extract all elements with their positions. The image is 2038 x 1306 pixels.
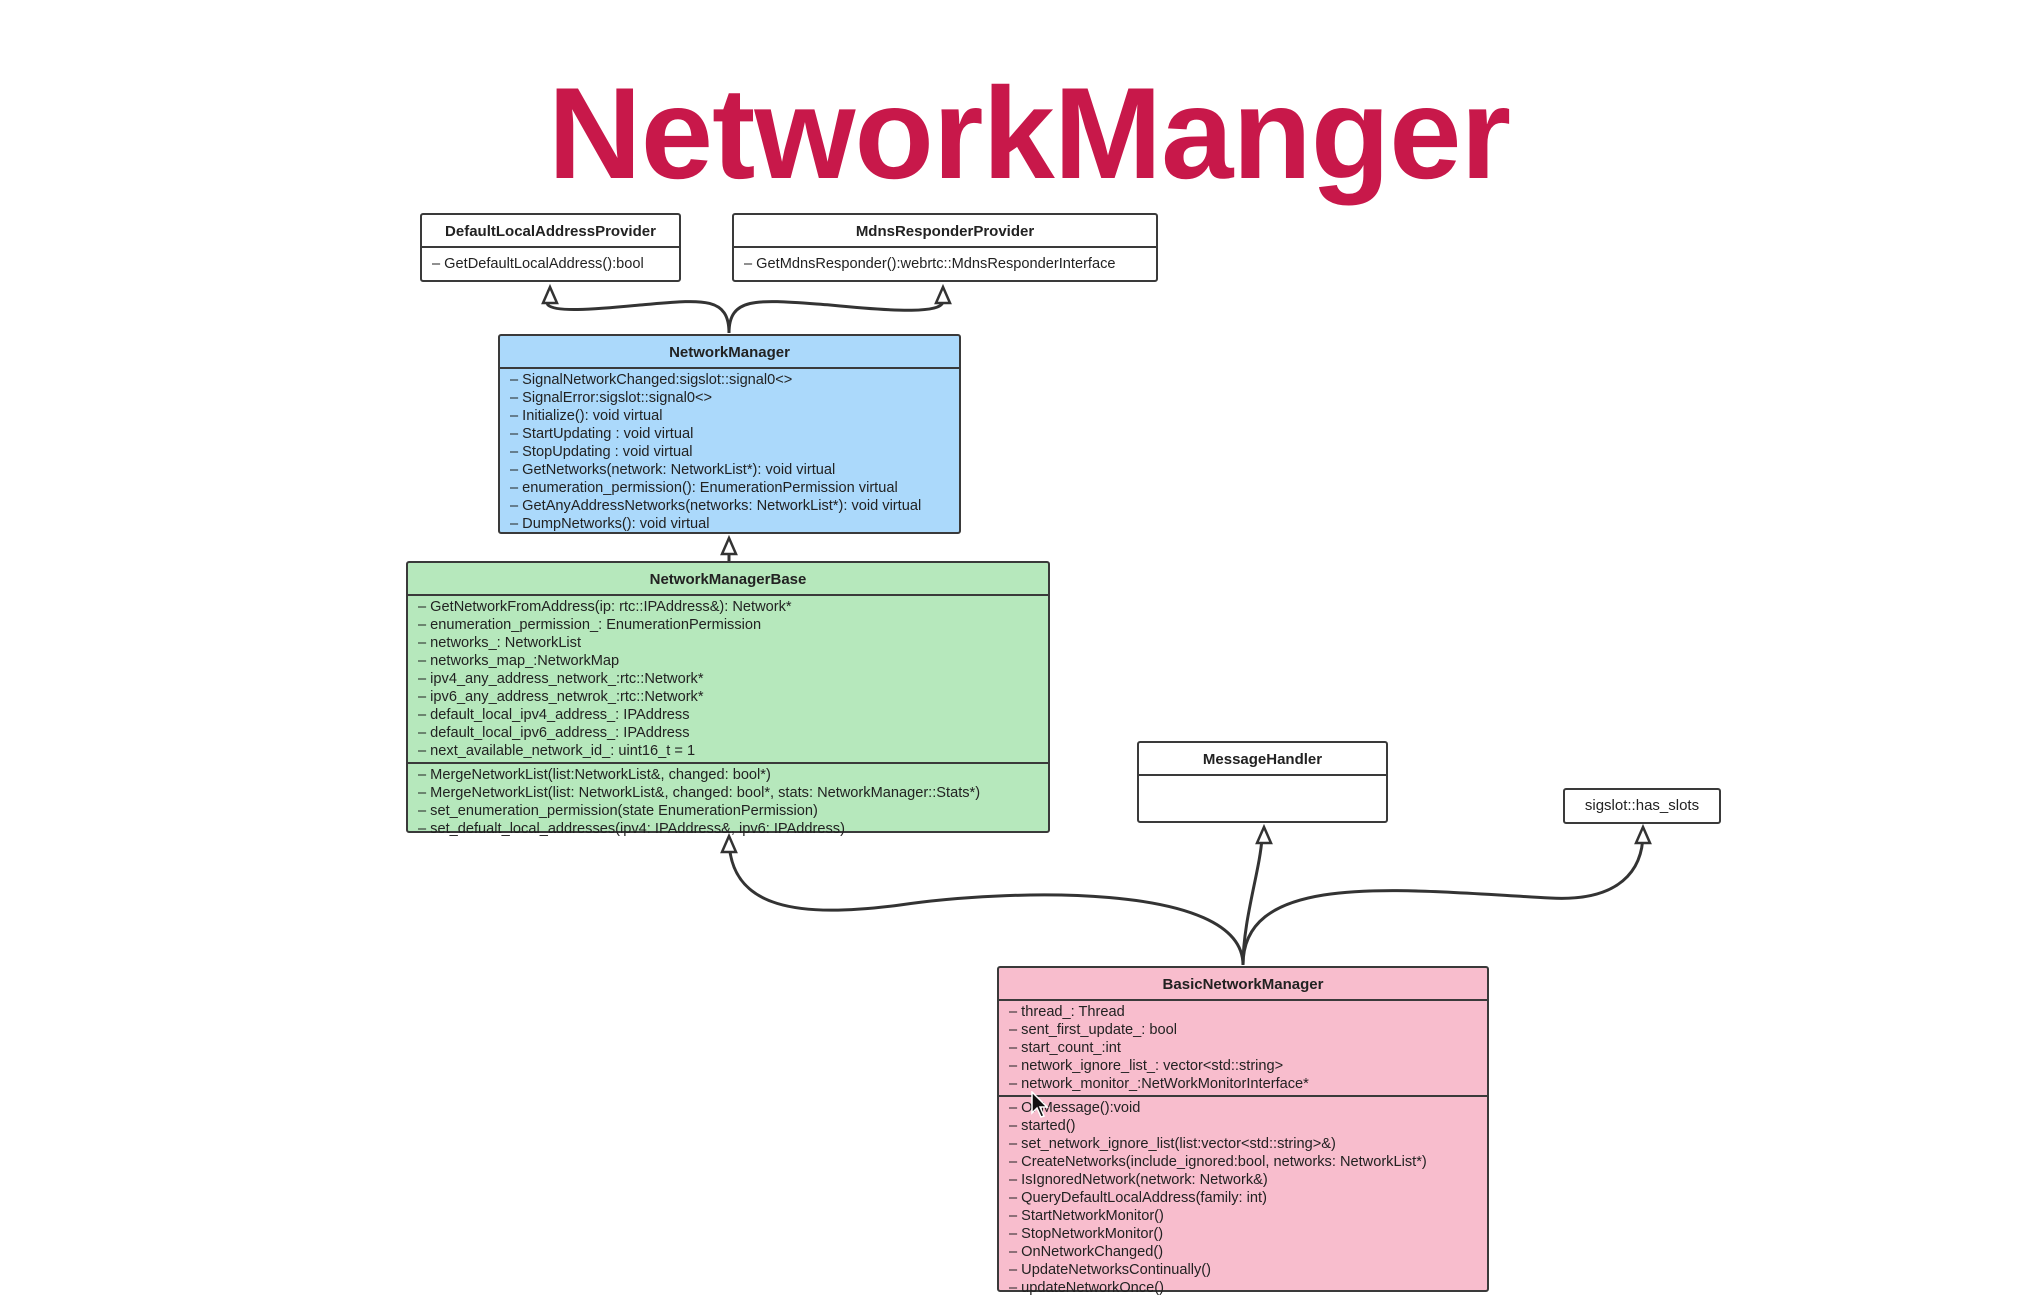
arrowhead-message-handler — [1255, 823, 1273, 845]
method-row: updateNetworkOnce() — [1009, 1279, 1487, 1297]
mouse-cursor-icon — [1031, 1091, 1049, 1118]
attribute-row: networks_map_:NetworkMap — [418, 652, 1048, 670]
member-row: Initialize(): void virtual — [510, 407, 959, 425]
method-row: set_defualt_local_addresses(ipv4: IPAddr… — [418, 820, 1048, 838]
diagram-title: NetworkManger — [547, 60, 1511, 206]
member-row: SignalNetworkChanged:sigslot::signal0<> — [510, 371, 959, 389]
class-network-manager: NetworkManager SignalNetworkChanged:sigs… — [498, 334, 961, 534]
method-row: OnMessage():void — [1009, 1099, 1487, 1117]
attribute-row: ipv6_any_address_netwrok_:rtc::Network* — [418, 688, 1048, 706]
method-row: set_enumeration_permission(state Enumera… — [418, 802, 1048, 820]
arrow-bnm-to-has-slots — [1241, 832, 1645, 966]
arrowhead-mdns-provider — [934, 283, 952, 305]
methods: MergeNetworkList(list:NetworkList&, chan… — [408, 762, 1048, 838]
member-row: GetAnyAddressNetworks(networks: NetworkL… — [510, 497, 959, 515]
arrow-nm-to-default-provider — [545, 289, 731, 334]
method-row: StartNetworkMonitor() — [1009, 1207, 1487, 1225]
method-row: set_network_ignore_list(list:vector<std:… — [1009, 1135, 1487, 1153]
method-row: MergeNetworkList(list:NetworkList&, chan… — [418, 766, 1048, 784]
attribute-row: start_count_:int — [1009, 1039, 1487, 1057]
class-basic-network-manager: BasicNetworkManager thread_: Thread sent… — [997, 966, 1489, 1296]
attribute-row: thread_: Thread — [1009, 1003, 1487, 1021]
attribute-row: network_ignore_list_: vector<std::string… — [1009, 1057, 1487, 1075]
members: SignalNetworkChanged:sigslot::signal0<> … — [500, 369, 959, 533]
attribute-row: GetNetworkFromAddress(ip: rtc::IPAddress… — [418, 598, 1048, 616]
member-row: GetMdnsResponder():webrtc::MdnsResponder… — [744, 255, 1156, 273]
method-row: StopNetworkMonitor() — [1009, 1225, 1487, 1243]
class-name: NetworkManager — [500, 336, 959, 369]
attribute-row: next_available_network_id_: uint16_t = 1 — [418, 742, 1048, 760]
member-row: enumeration_permission(): EnumerationPer… — [510, 479, 959, 497]
attribute-row: network_monitor_:NetWorkMonitorInterface… — [1009, 1075, 1487, 1093]
member-row: StopUpdating : void virtual — [510, 443, 959, 461]
method-row: UpdateNetworksContinually() — [1009, 1261, 1487, 1279]
method-row: started() — [1009, 1117, 1487, 1135]
class-message-handler: MessageHandler — [1137, 741, 1388, 823]
arrowhead-has-slots — [1634, 823, 1652, 845]
members: GetDefaultLocalAddress():bool — [422, 248, 679, 273]
class-name: NetworkManagerBase — [408, 563, 1048, 596]
member-row: StartUpdating : void virtual — [510, 425, 959, 443]
class-name: BasicNetworkManager — [999, 968, 1487, 1001]
member-row: GetDefaultLocalAddress():bool — [432, 255, 679, 273]
class-default-local-address-provider: DefaultLocalAddressProvider GetDefaultLo… — [420, 213, 681, 282]
member-row: SignalError:sigslot::signal0<> — [510, 389, 959, 407]
attributes: thread_: Thread sent_first_update_: bool… — [999, 1001, 1487, 1093]
arrowhead-default-provider — [541, 283, 559, 305]
arrowhead-network-manager-base — [720, 832, 738, 854]
arrow-nm-to-mdns-provider — [727, 289, 945, 334]
class-name: MdnsResponderProvider — [734, 215, 1156, 248]
arrowhead-network-manager — [720, 534, 738, 556]
attribute-row: default_local_ipv6_address_: IPAddress — [418, 724, 1048, 742]
attribute-row: ipv4_any_address_network_:rtc::Network* — [418, 670, 1048, 688]
attribute-row: enumeration_permission_: EnumerationPerm… — [418, 616, 1048, 634]
class-network-manager-base: NetworkManagerBase GetNetworkFromAddress… — [406, 561, 1050, 837]
attribute-row: default_local_ipv4_address_: IPAddress — [418, 706, 1048, 724]
attributes: GetNetworkFromAddress(ip: rtc::IPAddress… — [408, 596, 1048, 760]
arrow-bnm-to-nmb — [727, 837, 1245, 966]
attribute-row: networks_: NetworkList — [418, 634, 1048, 652]
method-row: IsIgnoredNetwork(network: Network&) — [1009, 1171, 1487, 1189]
class-name: MessageHandler — [1139, 743, 1386, 776]
method-row: CreateNetworks(include_ignored:bool, net… — [1009, 1153, 1487, 1171]
class-name: sigslot::has_slots — [1584, 797, 1700, 814]
member-row: DumpNetworks(): void virtual — [510, 515, 959, 533]
attribute-row: sent_first_update_: bool — [1009, 1021, 1487, 1039]
class-name: DefaultLocalAddressProvider — [422, 215, 679, 248]
method-row: QueryDefaultLocalAddress(family: int) — [1009, 1189, 1487, 1207]
members: GetMdnsResponder():webrtc::MdnsResponder… — [734, 248, 1156, 273]
method-row: MergeNetworkList(list: NetworkList&, cha… — [418, 784, 1048, 802]
member-row: GetNetworks(network: NetworkList*): void… — [510, 461, 959, 479]
class-mdns-responder-provider: MdnsResponderProvider GetMdnsResponder()… — [732, 213, 1158, 282]
methods: OnMessage():void started() set_network_i… — [999, 1095, 1487, 1297]
class-has-slots: sigslot::has_slots — [1563, 788, 1721, 824]
method-row: OnNetworkChanged() — [1009, 1243, 1487, 1261]
